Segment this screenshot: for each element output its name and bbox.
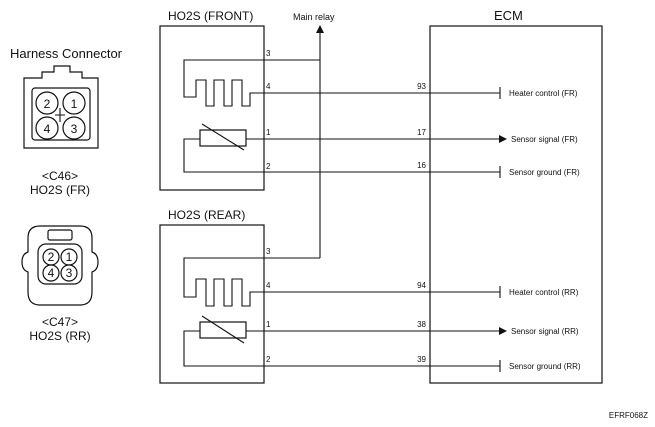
c46-pin-2: 2	[44, 97, 51, 111]
ecm-pin-17: 17	[417, 128, 426, 137]
figure-code: EFRF068Z	[609, 411, 648, 420]
ho2s-rear-heater-icon	[183, 257, 264, 307]
label-heater-rr: Heater control (RR)	[509, 288, 579, 297]
front-pin-2: 2	[266, 162, 271, 171]
ho2s-front-heater-icon	[183, 59, 264, 107]
ho2s-rear-sensor-element-icon	[183, 315, 264, 367]
front-pin-1: 1	[266, 128, 271, 137]
ecm-pin-38: 38	[417, 320, 426, 329]
harness-connector-title: Harness Connector	[10, 46, 123, 61]
ecm-pin-93: 93	[417, 82, 426, 91]
signal-fr-arrow-icon	[499, 135, 507, 143]
heater-supply-wires	[264, 59, 320, 259]
ho2s-front-sensor-element-icon	[183, 123, 264, 173]
main-relay-label: Main relay	[293, 12, 335, 22]
ho2s-rear-box	[159, 224, 265, 384]
connector-c47-icon	[21, 225, 99, 306]
ho2s-front-title: HO2S (FRONT)	[168, 9, 253, 23]
c47-name: HO2S (RR)	[29, 329, 90, 343]
label-ground-rr: Sensor ground (RR)	[509, 362, 581, 371]
connector-c46-icon	[23, 65, 99, 149]
rear-pin-1: 1	[266, 320, 271, 329]
ho2s-rear-title: HO2S (REAR)	[168, 208, 245, 222]
ecm-pin-16: 16	[417, 161, 426, 170]
c46-pin-4: 4	[44, 122, 51, 136]
rear-pin-2: 2	[266, 355, 271, 364]
label-signal-fr: Sensor signal (FR)	[511, 135, 578, 144]
front-pin-3: 3	[266, 49, 271, 58]
c47-pin-2: 2	[48, 250, 55, 264]
c47-code: <C47>	[42, 315, 78, 329]
c47-pin-4: 4	[48, 266, 55, 280]
front-pin-4: 4	[266, 82, 271, 91]
c46-name: HO2S (FR)	[30, 183, 90, 197]
main-relay-arrow-icon	[316, 25, 324, 33]
c46-pin-1: 1	[71, 97, 78, 111]
ecm-pin-39: 39	[417, 355, 426, 364]
c46-pin-3: 3	[71, 122, 78, 136]
rear-pin-3: 3	[266, 247, 271, 256]
label-signal-rr: Sensor signal (RR)	[511, 327, 579, 336]
label-ground-fr: Sensor ground (FR)	[509, 168, 580, 177]
label-heater-fr: Heater control (FR)	[509, 89, 578, 98]
rear-pin-4: 4	[266, 281, 271, 290]
ho2s-front-box	[159, 25, 265, 191]
c46-code: <C46>	[42, 169, 78, 183]
c47-pin-3: 3	[66, 266, 73, 280]
signal-rr-arrow-icon	[499, 327, 507, 335]
c47-pin-1: 1	[66, 250, 73, 264]
ecm-title: ECM	[494, 8, 523, 23]
ecm-pin-94: 94	[417, 281, 426, 290]
ecm-box	[429, 25, 603, 384]
